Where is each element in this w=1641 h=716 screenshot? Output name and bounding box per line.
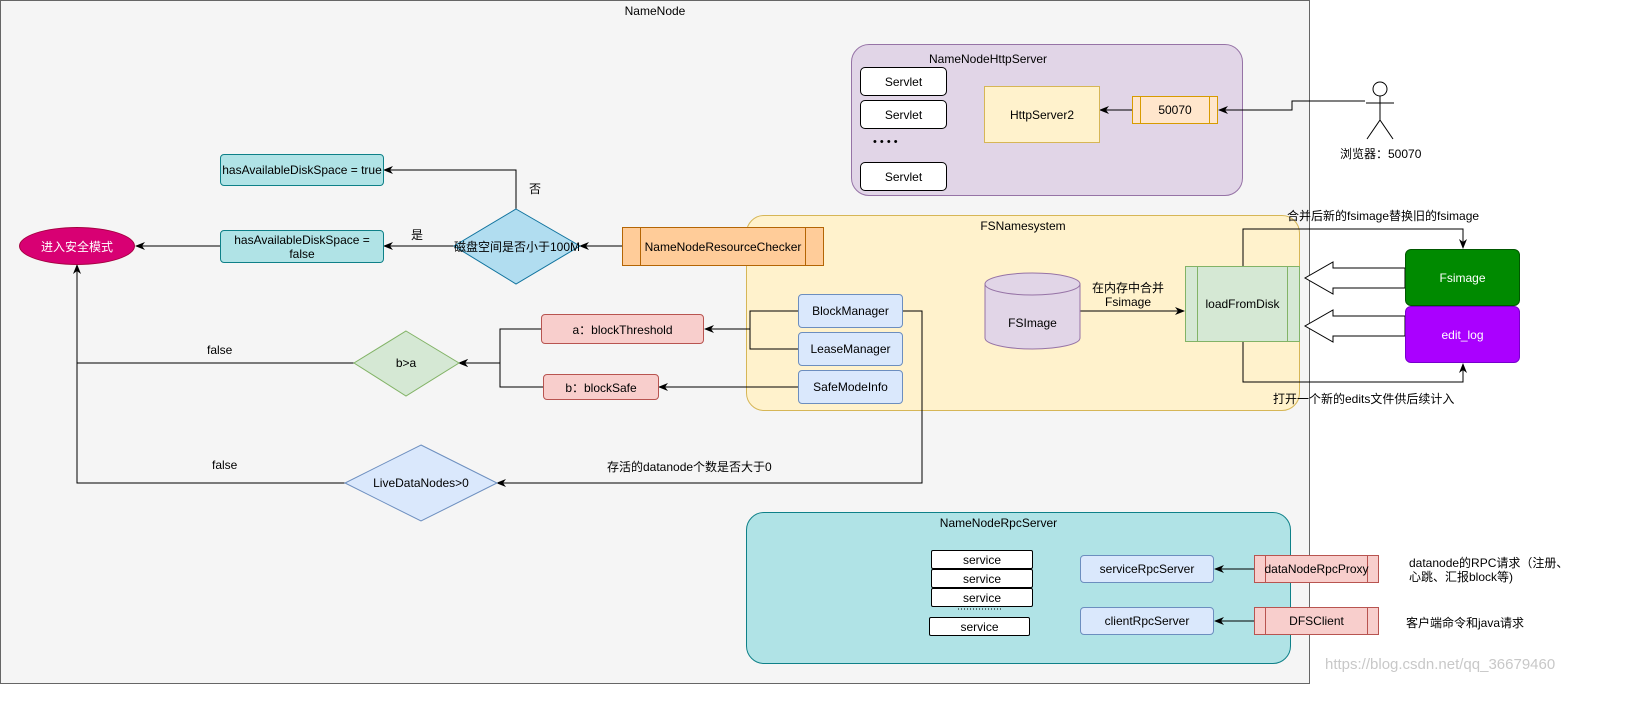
edge-question-to-true — [383, 166, 517, 209]
compare-false-label: false — [207, 343, 233, 357]
disk-question-label: 磁盘空间是否小于100M — [453, 239, 581, 254]
block-arrow-fsimage — [1303, 261, 1406, 295]
resource-checker-label: NameNodeResourceChecker — [644, 239, 802, 254]
service-box-4: service — [929, 617, 1030, 636]
edge-browser-to-port — [1218, 100, 1365, 114]
merge-label: 在内存中合并 Fsimage — [1092, 281, 1165, 309]
compare-label: b>a — [395, 356, 417, 370]
safe-mode-ellipse: 进入安全模式 — [19, 227, 135, 265]
datanode-rpc-proxy-label: dataNodeRpcProxy — [1264, 562, 1369, 576]
live-nodes-label: LiveDataNodes>0 — [373, 476, 469, 490]
live-false-label: false — [212, 458, 238, 472]
open-edits-label: 打开一个新的edits文件供后续计入 — [1273, 392, 1455, 406]
load-from-disk-box: loadFromDisk — [1185, 266, 1300, 342]
httpserver2-box: HttpServer2 — [984, 86, 1100, 143]
replace-fsimage-label: 合并后新的fsimage替换旧的fsimage — [1287, 209, 1480, 223]
browser-label: 浏览器：50070 — [1340, 147, 1422, 161]
block-threshold-box: a：blockThreshold — [541, 314, 704, 344]
fsimage-file-box: Fsimage — [1405, 249, 1520, 306]
service-box-2: service — [931, 569, 1033, 588]
has-disk-space-true-box: hasAvailableDiskSpace = true — [220, 154, 384, 186]
disk-question-diamond — [453, 208, 581, 285]
watermark: https://blog.csdn.net/qq_36679460 — [1325, 656, 1556, 673]
no-label: 否 — [529, 182, 542, 196]
dfs-client-box: DFSClient — [1254, 607, 1379, 635]
yes-label: 是 — [411, 228, 424, 242]
fsimage-cylinder — [984, 272, 1081, 350]
datanode-rpc-proxy-box: dataNodeRpcProxy — [1254, 555, 1379, 583]
edit-log-file-box: edit_log — [1405, 306, 1520, 363]
servlet-3: Servlet — [860, 162, 947, 191]
port-50070-label: 50070 — [1158, 103, 1192, 117]
block-manager-box: BlockManager — [798, 294, 903, 328]
http-server-title: NameNodeHttpServer — [929, 52, 1048, 66]
port-50070-box: 50070 — [1132, 96, 1218, 124]
fsimage-db-label: FSImage — [1008, 316, 1057, 330]
edge-threshold-to-compare — [458, 328, 541, 367]
resource-checker-box: NameNodeResourceChecker — [622, 227, 824, 266]
servlet-2: Servlet — [860, 100, 947, 129]
namenode-title: NameNode — [624, 4, 686, 18]
safemode-info-box: SafeModeInfo — [798, 370, 903, 404]
rpc-server-title: NameNodeRpcServer — [939, 516, 1058, 530]
edge-live-to-safemode — [76, 363, 345, 484]
service-box-1: service — [931, 550, 1033, 569]
client-rpc-server-box: clientRpcServer — [1080, 607, 1214, 635]
compare-diamond — [353, 330, 460, 397]
datanode-rpc-desc: datanode的RPC请求（注册、 心跳、汇报block等) — [1409, 556, 1569, 584]
load-from-disk-label: loadFromDisk — [1205, 297, 1280, 311]
has-disk-space-false-box: hasAvailableDiskSpace = false — [220, 230, 384, 263]
client-desc: 客户端命令和java请求 — [1406, 616, 1525, 630]
edge-managers-to-threshold — [705, 310, 798, 350]
block-arrow-editlog — [1303, 309, 1406, 343]
lease-manager-box: LeaseManager — [798, 332, 903, 366]
dfs-client-label: DFSClient — [1289, 614, 1344, 628]
live-question-label: 存活的datanode个数是否大于0 — [607, 460, 772, 474]
service-rpc-server-box: serviceRpcServer — [1080, 555, 1214, 583]
live-nodes-diamond — [343, 444, 499, 522]
fsnamesystem-title: FSNamesystem — [980, 219, 1066, 233]
edge-load-to-editlog — [1242, 342, 1467, 383]
servlet-ellipsis: • • • • — [873, 136, 898, 148]
edge-blocksafe-to-compare — [458, 359, 543, 388]
servlet-1: Servlet — [860, 67, 947, 96]
service-box-3: service — [931, 588, 1033, 607]
browser-actor-icon — [1366, 81, 1394, 140]
edge-load-to-fsimage — [1242, 228, 1467, 266]
edge-blockmanager-to-live — [496, 310, 923, 487]
block-safe-box: b：blockSafe — [543, 374, 659, 400]
